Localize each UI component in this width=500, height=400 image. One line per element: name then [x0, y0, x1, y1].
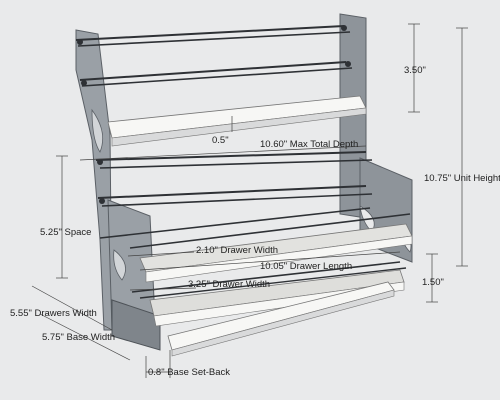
lower-rail-top-back [99, 159, 373, 169]
unit-height-label: 10.75" Unit Height [424, 173, 500, 184]
upper-side-cutout [91, 108, 104, 153]
drawer-length-label: 10.05" Drawer Length [260, 261, 353, 272]
lower-rail-low-front [99, 207, 371, 239]
lower-rail-low-back [129, 213, 411, 249]
lower-drawer-edge [153, 281, 405, 327]
upper-front-side-panel [75, 29, 113, 331]
base-setback-label: 0.8" Base Set-Back [148, 367, 231, 378]
upper-rail-top-front [75, 25, 345, 41]
top-shelf-height-label: 3.50" [404, 65, 426, 76]
dimension-lines [31, 23, 468, 378]
max-total-depth-label: 10.60" Max Total Depth [260, 139, 359, 150]
drawers-width-label: 5.55" Drawers Width [10, 308, 97, 319]
lower-rail-mid-back [101, 193, 373, 207]
lower-drawer-width-label: 3.25" Drawer Width [188, 279, 271, 290]
upper-drawer-width-label: 2.10" Drawer Width [196, 245, 279, 256]
upper-shelf-edge [111, 107, 367, 147]
base-board-edge [171, 289, 395, 357]
lower-front-cutout [113, 249, 126, 281]
upper-rail-top-back [77, 31, 351, 47]
shelf-gap-label: 0.5" [212, 135, 229, 146]
base-height-label: 1.50" [422, 277, 444, 288]
lower-rail-top-front [95, 151, 367, 161]
base-front-panel [111, 299, 161, 351]
upper-rail-mid-back [81, 67, 353, 87]
space-label: 5.25" Space [40, 227, 92, 238]
upper-drawer-edge [145, 235, 413, 283]
lower-rail-mid-front [97, 185, 367, 199]
upper-rail-mid-front [79, 61, 347, 81]
base-width-label: 5.75" Base Width [42, 332, 116, 343]
